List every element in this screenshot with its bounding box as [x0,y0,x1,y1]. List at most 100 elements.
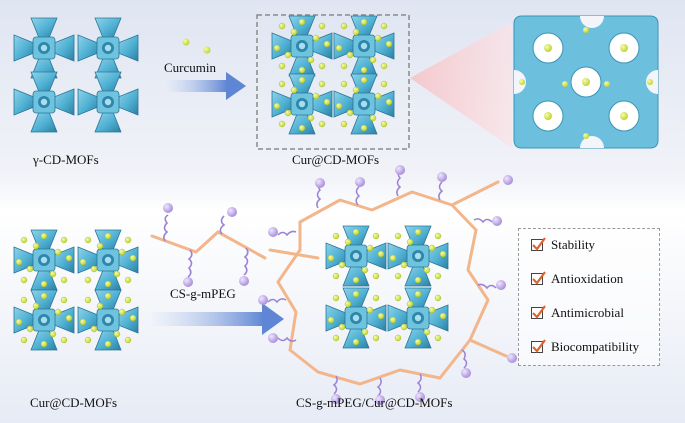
curcumin-dot [203,46,211,54]
curcumin-dot [96,302,104,310]
curcumin-dot [124,336,132,344]
mof-unit [13,71,75,133]
curcumin-dot [323,40,331,48]
curcumin-dot [372,232,380,240]
curcumin-dot [361,328,369,336]
curcumin-dot [372,294,380,302]
curcumin-dot [312,34,320,42]
curcumin-dot [60,296,68,304]
curcumin-dot [278,120,286,128]
curcumin-dot [394,232,402,240]
curcumin-dot [124,236,132,244]
curcumin-dot [20,276,28,284]
curcumin-dot [369,114,377,122]
mof-unit [271,73,333,135]
curcumin-dot [428,244,436,252]
curcumin-dot [278,62,286,70]
curcumin-dot [346,109,354,117]
mof-unit [77,71,139,133]
curcumin-dot [20,236,28,244]
curcumin-dot [377,312,385,320]
curcumin-dot [84,276,92,284]
curcumin-dot [113,270,121,278]
curcumin-dot [32,242,40,250]
mof-grid-gamma-cd [13,17,139,133]
curcumin-dot [332,232,340,240]
curcumin-dot [380,22,388,30]
curcumin-dot [394,334,402,342]
curcumin-dot [340,120,348,128]
curcumin-dot [423,266,431,274]
mof-unit [13,229,75,291]
curcumin-dot [40,340,48,348]
arrow-cs-g-mpeg [152,303,284,335]
mof-unit [13,17,75,79]
legend-label: Antimicrobial [551,305,624,320]
curcumin-dot [124,276,132,284]
curcumin-dot [290,86,298,94]
curcumin-dot [284,109,292,117]
curcumin-dot [273,44,281,52]
curcumin-dot [332,334,340,342]
curcumin-dot [65,254,73,262]
curcumin-dot [298,18,306,26]
curcumin-dot [90,265,98,273]
legend-label: Biocompatibility [551,339,640,354]
curcumin-dot [54,248,62,256]
curcumin-dot [118,248,126,256]
curcumin-dot [278,22,286,30]
curcumin-dot [360,124,368,132]
curcumin-dot [344,238,352,246]
curcumin-dot [332,294,340,302]
curcumin-dot [335,102,343,110]
curcumin-dot [284,51,292,59]
curcumin-dot [344,300,352,308]
curcumin-dot [49,270,57,278]
curcumin-dot [60,236,68,244]
curcumin-dot [360,66,368,74]
curcumin-dot [380,80,388,88]
curcumin-dot [385,98,393,106]
curcumin-dot [40,232,48,240]
curcumin-dot [423,328,431,336]
mof-unit [387,287,449,349]
curcumin-dot [182,38,190,46]
curcumin-dot [352,276,360,284]
curcumin-dot [298,66,306,74]
curcumin-dot [26,265,34,273]
legend-item-stability: Stability [531,237,595,253]
curcumin-dot [15,318,23,326]
curcumin-dot [377,250,385,258]
curcumin-dot [360,18,368,26]
curcumin-dot [369,56,377,64]
highlight-box [256,14,410,150]
curcumin-dot [414,228,422,236]
curcumin-dot [40,292,48,300]
curcumin-dot [400,323,408,331]
peg-bead [183,277,193,287]
curcumin-dot [79,318,87,326]
curcumin-dot [84,296,92,304]
curcumin-dot [340,80,348,88]
legend-label: Antioxidation [551,271,624,286]
curcumin-dot [129,254,137,262]
curcumin-dot [394,272,402,280]
curcumin-dot [307,56,315,64]
curcumin-dot [414,290,422,298]
polymer-network [268,180,508,386]
curcumin-dot [298,76,306,84]
mof-grid-cur-bottom [13,229,139,351]
curcumin-dot [79,258,87,266]
zoomed-pore-panel [513,15,659,149]
properties-legend: Stability Antioxidation Antimicrobial Bi… [518,228,660,366]
mof-grid-cur-top [271,15,395,135]
curcumin-dot [372,334,380,342]
curcumin-dot [26,325,34,333]
curcumin-dot [414,338,422,346]
label-curcumin: Curcumin [164,60,216,75]
curcumin-dot [352,338,360,346]
curcumin-dot [90,325,98,333]
curcumin-dot [335,44,343,52]
curcumin-dot [434,232,442,240]
